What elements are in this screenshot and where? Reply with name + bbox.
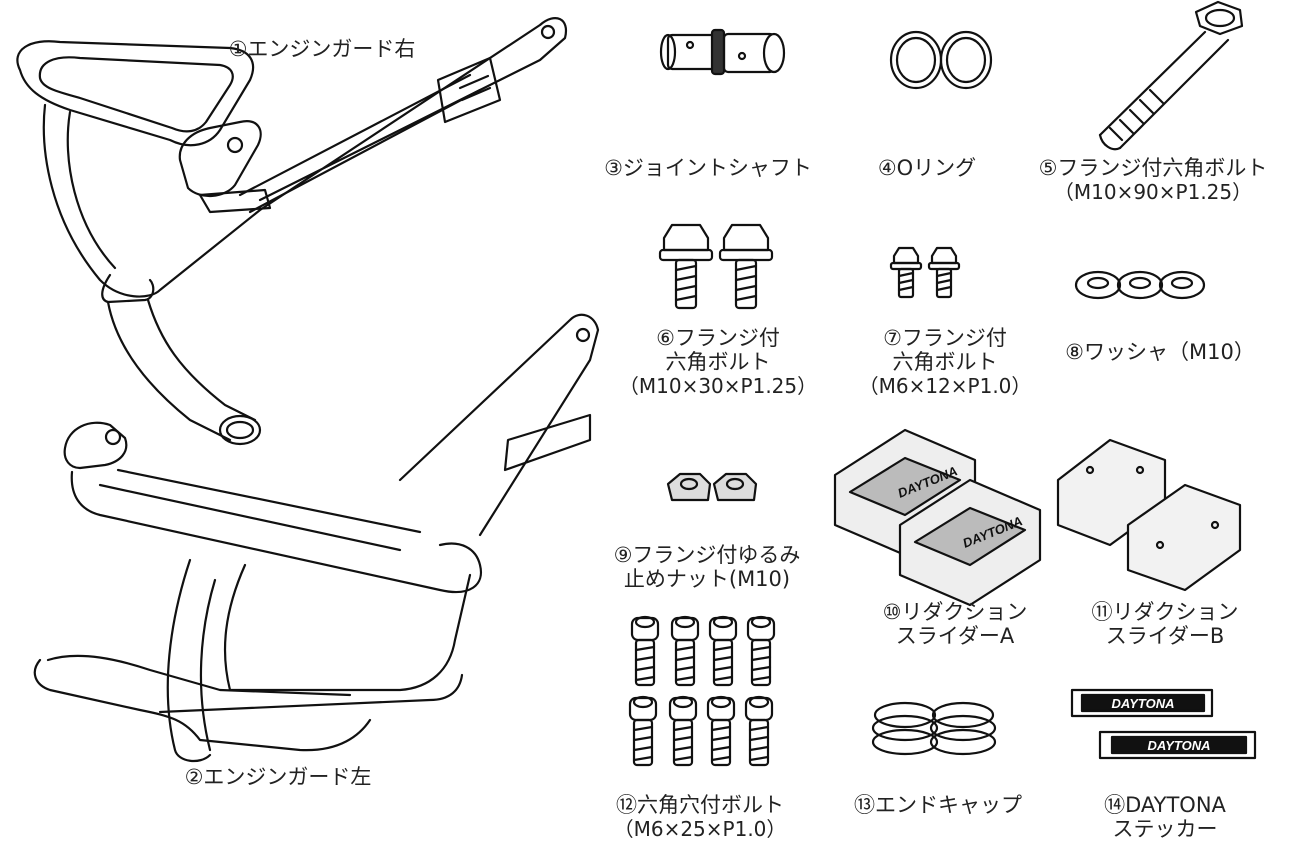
label-line: ③ジョイントシャフト [604,156,812,180]
label-engine-guard-right: ①エンジンガード右 [222,37,422,61]
label-engine-guard-left: ②エンジンガード左 [178,765,378,789]
label-end-cap: ⑬エンドキャップ [828,793,1048,817]
label-line: ④Oリング [877,156,977,180]
label-line: ⑨フランジ付ゆるみ [613,543,801,567]
label-slider-a: ⑩リダクション スライダーA [855,600,1055,648]
label-line: ⑤フランジ付六角ボルト [1038,156,1268,180]
joint-shaft-drawing [659,28,786,76]
washers-drawing [1074,270,1206,300]
label-line: ⑬エンドキャップ [854,793,1022,817]
m6-bolts-drawing [889,246,961,299]
label-sticker: ⑭DAYTONA ステッカー [1065,793,1265,841]
label-joint-shaft: ③ジョイントシャフト [588,156,828,180]
lock-nuts-drawing [666,472,758,502]
label-line: スライダーA [895,624,1015,648]
label-spec: （M6×25×P1.0） [613,817,787,841]
label-long-bolt: ⑤フランジ付六角ボルト （M10×90×P1.25） [1018,156,1288,204]
slider-b-drawing [1056,438,1242,592]
label-washer: ⑧ワッシャ（M10） [1045,340,1275,364]
o-rings-drawing [889,30,993,90]
label-line: スライダーB [1105,624,1225,648]
label-line: 六角ボルト [892,350,998,374]
label-line: ⑧ワッシャ（M10） [1065,340,1255,364]
label-line: ⑫六角穴付ボルト [616,793,784,817]
sticker-text-1: DAYTONA [1111,696,1174,711]
label-spec: （M10×30×P1.25） [618,374,818,398]
m10-bolts-drawing [658,223,774,310]
slider-a-drawing: DAYTONA DAYTONA [833,428,1042,607]
label-line: ⑦フランジ付 [883,326,1007,350]
label-line: 六角ボルト [665,350,771,374]
end-caps-drawing [871,701,997,756]
sticker-text-2: DAYTONA [1147,738,1210,753]
label-line: ⑭DAYTONA [1104,793,1226,817]
daytona-stickers-drawing: DAYTONA DAYTONA [1070,688,1257,760]
label-line: ⑥フランジ付 [656,326,780,350]
engine-guard-right-drawing [16,17,568,446]
label-spec: （M6×12×P1.0） [858,374,1032,398]
label-m6-bolt: ⑦フランジ付 六角ボルト （M6×12×P1.0） [835,326,1055,398]
label-line: ⑪リダクション [1091,600,1239,624]
socket-bolts-drawing [628,615,776,767]
label-line: ⑩リダクション [882,600,1028,624]
label-line: ステッカー [1112,817,1218,841]
label-line: 止めナット(M10) [623,567,791,591]
label-line: ②エンジンガード左 [184,765,372,789]
engine-guard-left-drawing [33,313,600,763]
label-spec: （M10×90×P1.25） [1053,180,1253,204]
label-socket-bolt: ⑫六角穴付ボルト （M6×25×P1.0） [590,793,810,841]
label-line: ①エンジンガード右 [228,37,416,61]
label-slider-b: ⑪リダクション スライダーB [1065,600,1265,648]
label-lock-nut: ⑨フランジ付ゆるみ 止めナット(M10) [592,543,822,591]
long-bolt-drawing [1098,0,1244,151]
label-o-ring: ④Oリング [862,156,992,180]
label-m10-bolt: ⑥フランジ付 六角ボルト （M10×30×P1.25） [588,326,848,398]
